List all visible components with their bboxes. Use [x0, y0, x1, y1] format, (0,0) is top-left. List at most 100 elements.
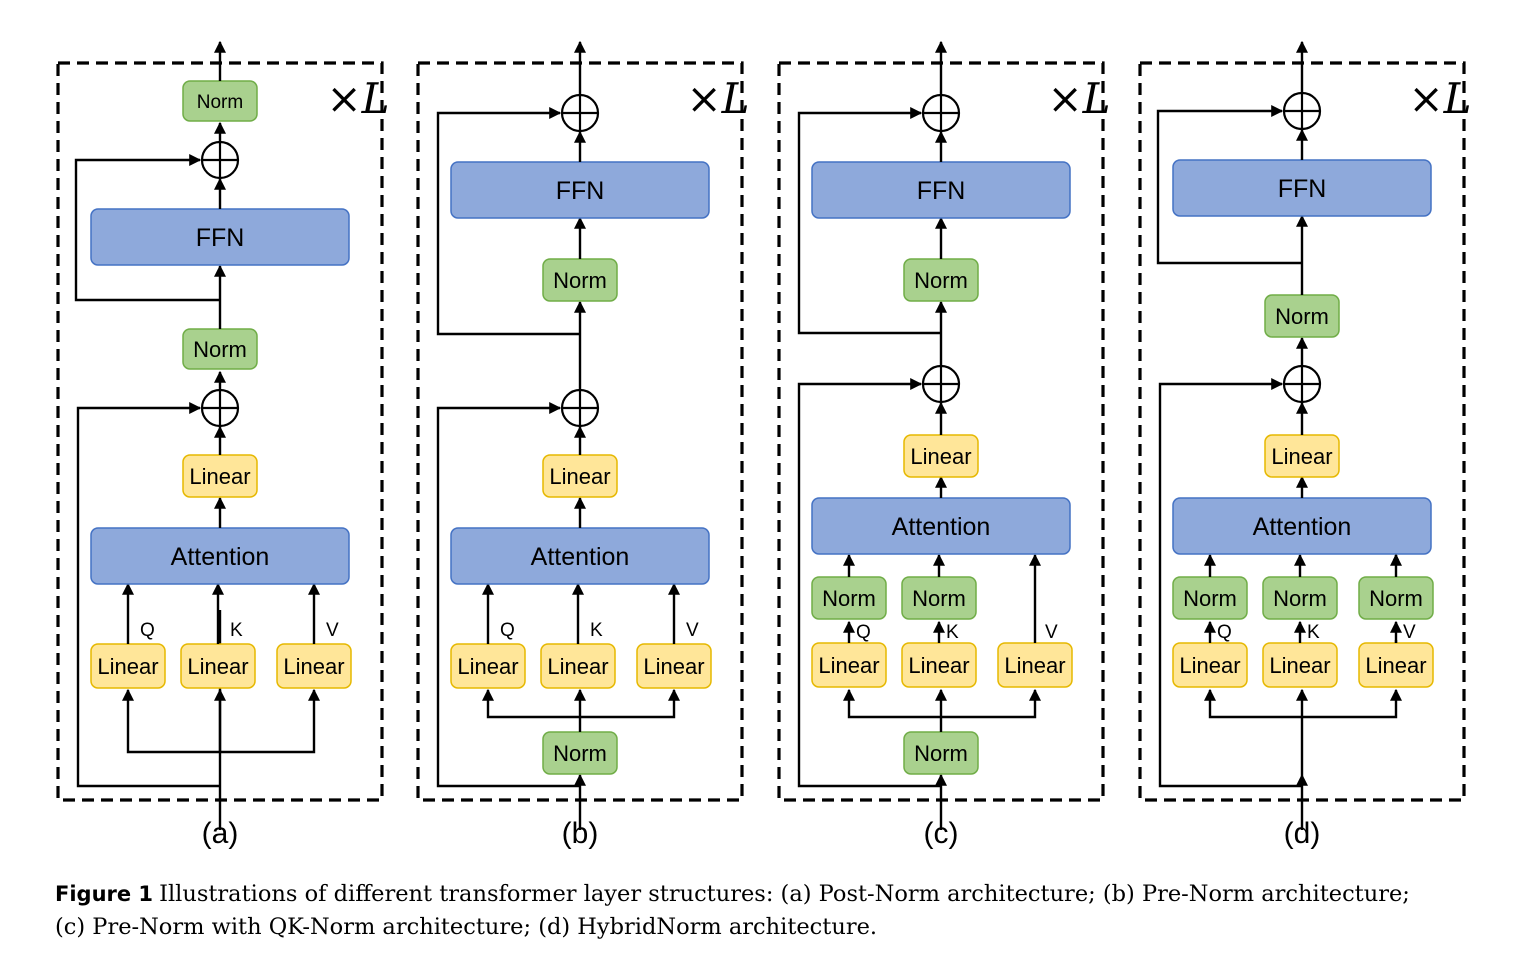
linear-k-box: Linear [901, 642, 977, 688]
repeat-label: ×L [1408, 74, 1471, 123]
output-linear-box-label: Linear [189, 464, 250, 489]
label-k: K [590, 620, 603, 641]
ffn-box-label: FFN [917, 177, 966, 205]
residual-add-1 [921, 364, 961, 404]
pre-ffn-norm-box: Norm [903, 258, 979, 302]
linear-q-box: Linear [1172, 642, 1248, 688]
linear-k-box: Linear [540, 643, 616, 689]
repeat-label: ×L [1047, 74, 1110, 123]
linear-v-box-label: Linear [1004, 653, 1065, 678]
norm-box-2: Norm [182, 80, 258, 122]
norm-v-box: Norm [1358, 576, 1434, 620]
attention-box: Attention [811, 497, 1071, 555]
post-attn-norm-box: Norm [1264, 294, 1340, 338]
label-q: Q [500, 620, 515, 641]
label-k: K [1307, 622, 1320, 643]
pre-ffn-norm-box-label: Norm [914, 268, 968, 293]
linear-k-box-label: Linear [1269, 653, 1330, 678]
attention-box: Attention [90, 527, 350, 585]
linear-v-box: Linear [997, 642, 1073, 688]
attention-box-label: Attention [531, 543, 630, 571]
linear-v-box: Linear [636, 643, 712, 689]
residual-add-2 [560, 93, 600, 133]
attention-box: Attention [1172, 497, 1432, 555]
input-norm-box: Norm [542, 731, 618, 775]
linear-v-box: Linear [276, 643, 352, 689]
ffn-box-label: FFN [556, 177, 605, 205]
linear-q-box: Linear [450, 643, 526, 689]
residual-add-2 [921, 93, 961, 133]
label-v: V [686, 620, 699, 641]
norm-box-1-label: Norm [193, 337, 247, 362]
linear-q-box-label: Linear [818, 653, 879, 678]
post-attn-norm-box-label: Norm [1275, 304, 1329, 329]
linear-v-box-label: Linear [1365, 653, 1426, 678]
output-linear-box: Linear [903, 434, 979, 478]
attention-box-label: Attention [171, 543, 270, 571]
ffn-box: FFN [1172, 159, 1432, 217]
label-k: K [230, 620, 243, 641]
output-linear-box-label: Linear [1271, 444, 1332, 469]
label-q: Q [856, 622, 871, 643]
input-norm-box: Norm [903, 731, 979, 775]
norm-q-box-label: Norm [822, 586, 876, 611]
linear-v-box-label: Linear [283, 654, 344, 679]
norm-q-box: Norm [811, 576, 887, 620]
caption-line-2: (c) Pre-Norm with QK-Norm architecture; … [55, 914, 878, 940]
attention-box-label: Attention [892, 513, 991, 541]
linear-k-box-label: Linear [908, 653, 969, 678]
label-v: V [1403, 622, 1416, 643]
linear-k-box: Linear [1262, 642, 1338, 688]
pre-ffn-norm-box: Norm [542, 258, 618, 302]
residual-add-1 [200, 388, 240, 428]
ffn-box-label: FFN [196, 224, 245, 252]
label-k: K [946, 622, 959, 643]
label-q: Q [1217, 622, 1232, 643]
repeat-label: ×L [686, 74, 749, 123]
norm-q-box-label: Norm [1183, 586, 1237, 611]
output-linear-box: Linear [182, 454, 258, 498]
linear-q-box-label: Linear [1179, 653, 1240, 678]
attention-box-label: Attention [1253, 513, 1352, 541]
label-v: V [326, 620, 339, 641]
output-linear-box: Linear [542, 454, 618, 498]
linear-k-box-label: Linear [547, 654, 608, 679]
linear-k-box-label: Linear [187, 654, 248, 679]
norm-box-1: Norm [182, 328, 258, 370]
output-linear-box: Linear [1264, 434, 1340, 478]
linear-q-box-label: Linear [457, 654, 518, 679]
residual-add-1 [560, 388, 600, 428]
residual-add-2 [200, 140, 240, 180]
label-q: Q [140, 620, 155, 641]
linear-v-box-label: Linear [643, 654, 704, 679]
ffn-box: FFN [450, 161, 710, 219]
caption-line-1: Illustrations of different transformer l… [159, 881, 1410, 907]
input-norm-box-label: Norm [914, 741, 968, 766]
linear-q-box: Linear [811, 642, 887, 688]
linear-v-box: Linear [1358, 642, 1434, 688]
figure-label: Figure 1 [55, 882, 154, 906]
output-linear-box-label: Linear [549, 464, 610, 489]
linear-q-box-label: Linear [97, 654, 158, 679]
norm-q-box: Norm [1172, 576, 1248, 620]
pre-ffn-norm-box-label: Norm [553, 268, 607, 293]
residual-add-1 [1282, 364, 1322, 404]
norm-box-2-label: Norm [197, 92, 243, 113]
norm-k-box: Norm [1262, 576, 1338, 620]
ffn-box: FFN [811, 161, 1071, 219]
residual-add-2 [1282, 91, 1322, 131]
ffn-box: FFN [90, 208, 350, 266]
ffn-box-label: FFN [1278, 175, 1327, 203]
norm-v-box-label: Norm [1369, 586, 1423, 611]
norm-k-box: Norm [901, 576, 977, 620]
attention-box: Attention [450, 527, 710, 585]
norm-k-box-label: Norm [912, 586, 966, 611]
linear-k-box: Linear [180, 643, 256, 689]
linear-q-box: Linear [90, 643, 166, 689]
label-v: V [1045, 622, 1058, 643]
